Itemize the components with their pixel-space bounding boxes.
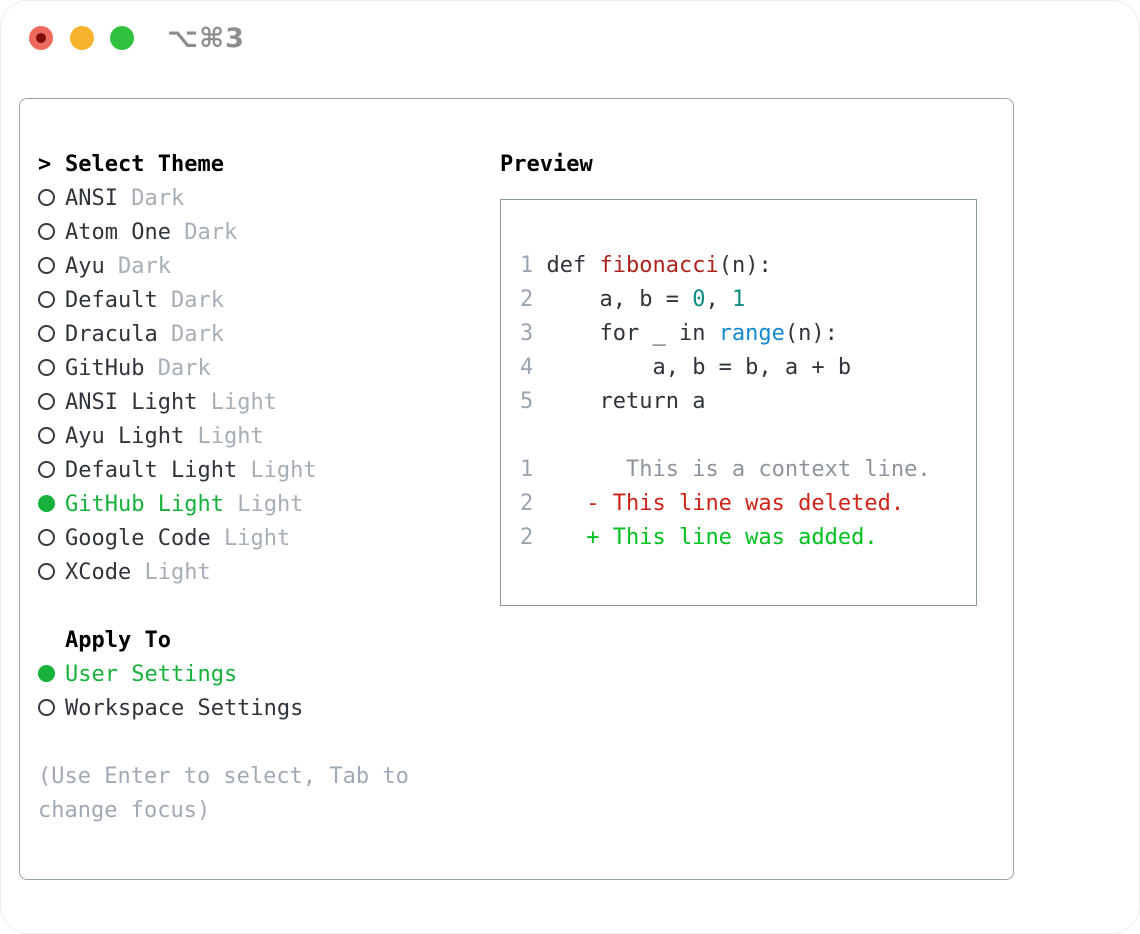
radio-icon <box>38 386 65 420</box>
keyboard-hint: (Use Enter to select, Tab to change focu… <box>38 760 409 828</box>
select-theme-heading: > Select Theme <box>38 148 409 182</box>
radio-icon <box>38 352 65 386</box>
hint-line-2: change focus) <box>38 798 211 823</box>
window-title: ⌥⌘3 <box>167 23 245 54</box>
radio-selected-icon <box>38 658 65 692</box>
radio-icon <box>38 250 65 284</box>
radio-icon <box>38 692 65 726</box>
radio-icon <box>38 284 65 318</box>
apply-to-heading-label: Apply To <box>65 628 171 653</box>
focus-cursor: > <box>38 152 52 177</box>
code-line: 2 a, b = 0, 1 <box>520 287 746 312</box>
diff-context-line: 1 This is a context line. <box>520 457 931 482</box>
code-line: 3 for _ in range(n): <box>520 321 838 346</box>
radio-icon <box>38 420 65 454</box>
select-theme-heading-label: Select Theme <box>65 152 224 177</box>
title-bar: ⌥⌘3 <box>1 1 1139 75</box>
preview-heading: Preview <box>500 152 593 177</box>
radio-icon <box>38 454 65 488</box>
diff-added-line: 2 + This line was added. <box>520 525 878 550</box>
radio-icon <box>38 522 65 556</box>
apply-option-workspace-settings[interactable]: Workspace Settings <box>38 692 409 726</box>
close-button[interactable] <box>29 26 53 50</box>
radio-icon <box>38 182 65 216</box>
code-line: 5 return a <box>520 389 706 414</box>
code-line: 4 a, b = b, a + b <box>520 355 852 380</box>
radio-icon <box>38 216 65 250</box>
zoom-button[interactable] <box>110 26 134 50</box>
hint-line-1: (Use Enter to select, Tab to <box>38 764 409 789</box>
radio-selected-icon <box>38 488 65 522</box>
diff-deleted-line: 2 - This line was deleted. <box>520 491 905 516</box>
radio-icon <box>38 318 65 352</box>
minimize-button[interactable] <box>70 26 94 50</box>
radio-icon <box>38 556 65 590</box>
blank-line <box>520 419 976 453</box>
apply-to-heading: Apply To <box>38 624 409 658</box>
apply-option-user-settings[interactable]: User Settings <box>38 658 409 692</box>
